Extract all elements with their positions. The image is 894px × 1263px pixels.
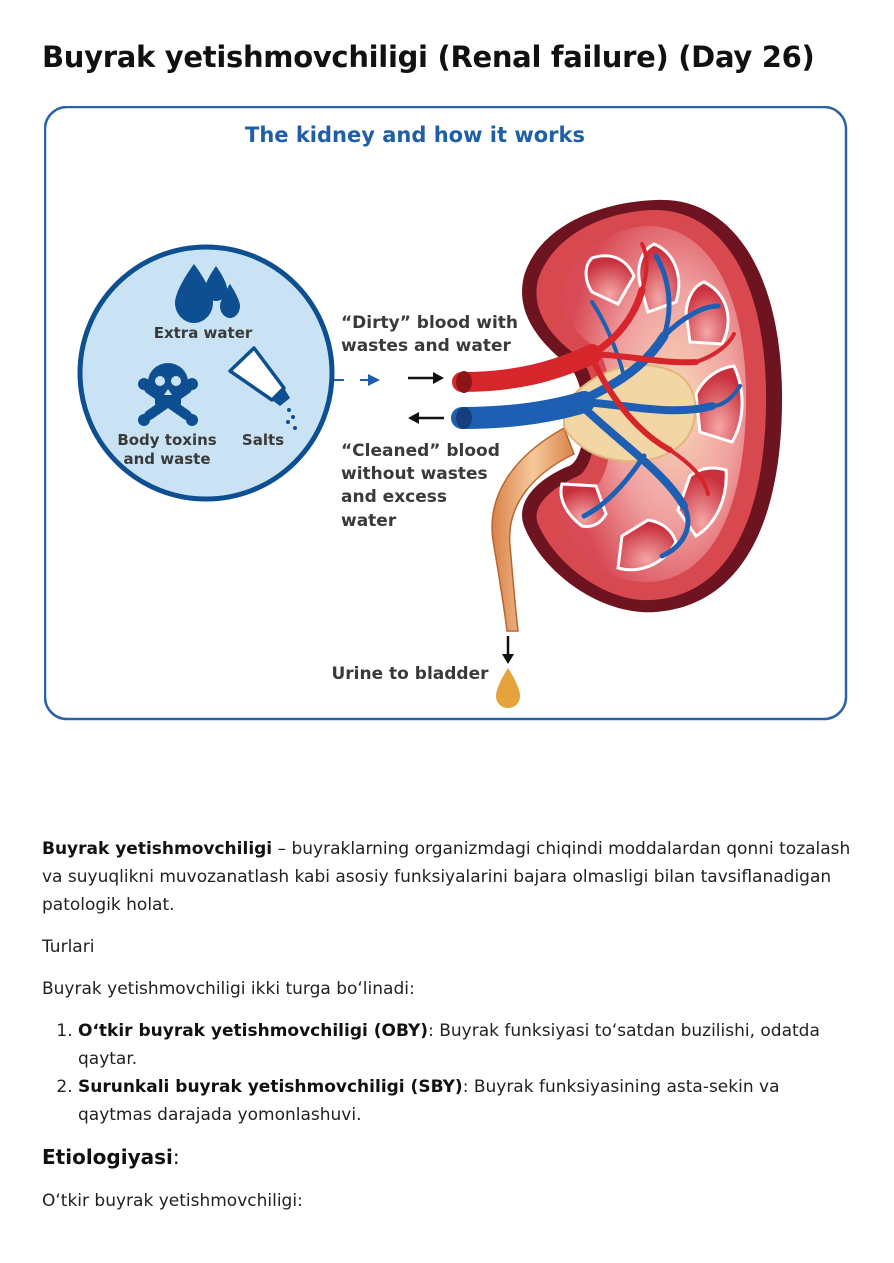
list-item: Surunkali buyrak yetishmovchiligi (SBY):… bbox=[78, 1073, 854, 1129]
urine-arrow-icon bbox=[502, 636, 514, 664]
cleaned-blood-label: “Cleaned” blood without wastes and exces… bbox=[341, 441, 506, 531]
renal-artery bbox=[452, 242, 736, 496]
skull-crossbones-icon bbox=[138, 363, 198, 426]
extra-water-label: Extra water bbox=[154, 324, 253, 342]
types-heading: Turlari bbox=[42, 937, 95, 957]
renal-vein bbox=[451, 253, 742, 559]
definition-paragraph: Buyrak yetishmovchiligi – buyraklarning … bbox=[42, 835, 854, 919]
types-list: Oʻtkir buyrak yetishmovchiligi (OBY): Bu… bbox=[42, 1017, 854, 1129]
vein-opening bbox=[456, 407, 472, 429]
type-desc: : Buyrak funksiyasi toʻsatdan buzilishi,… bbox=[78, 1021, 820, 1069]
ureter bbox=[491, 426, 575, 632]
figure-heading: The kidney and how it works bbox=[245, 123, 585, 147]
acute-label: Oʻtkir buyrak yetishmovchiligi: bbox=[42, 1191, 303, 1211]
salt-shaker-icon bbox=[228, 346, 297, 430]
type-term: Oʻtkir buyrak yetishmovchiligi (OBY) bbox=[78, 1021, 429, 1041]
dirty-blood-label: “Dirty” blood with wastes and water bbox=[341, 313, 524, 356]
kidney-figure: The kidney and how it works Extra water bbox=[43, 105, 848, 727]
inflow-arrow-icon bbox=[408, 372, 444, 384]
page-title: Buyrak yetishmovchiligi (Renal failure) … bbox=[42, 40, 815, 74]
waste-label: and waste bbox=[123, 450, 210, 468]
artery-opening bbox=[456, 371, 472, 393]
salts-label: Salts bbox=[242, 431, 284, 449]
definition-text: – buyraklarning organizmdagi chiqindi mo… bbox=[42, 839, 851, 915]
urine-label: Urine to bladder bbox=[331, 664, 489, 684]
type-desc: : Buyrak funksiyasining asta-sekin va qa… bbox=[78, 1077, 780, 1125]
outflow-arrow-icon bbox=[408, 412, 444, 424]
article-body: Buyrak yetishmovchiligi – buyraklarning … bbox=[42, 835, 854, 1229]
definition-term: Buyrak yetishmovchiligi bbox=[42, 839, 273, 859]
etiology-heading: Etiologiyasi: bbox=[42, 1145, 180, 1169]
water-drops-icon bbox=[175, 264, 240, 323]
type-term: Surunkali buyrak yetishmovchiligi (SBY) bbox=[78, 1077, 463, 1097]
types-intro: Buyrak yetishmovchiligi ikki turga boʻli… bbox=[42, 979, 415, 999]
body-toxins-label: Body toxins bbox=[117, 431, 216, 449]
waste-circle bbox=[77, 244, 335, 502]
flow-arrow-icon bbox=[334, 374, 380, 386]
list-item: Oʻtkir buyrak yetishmovchiligi (OBY): Bu… bbox=[78, 1017, 854, 1073]
urine-drop-icon bbox=[496, 668, 520, 708]
